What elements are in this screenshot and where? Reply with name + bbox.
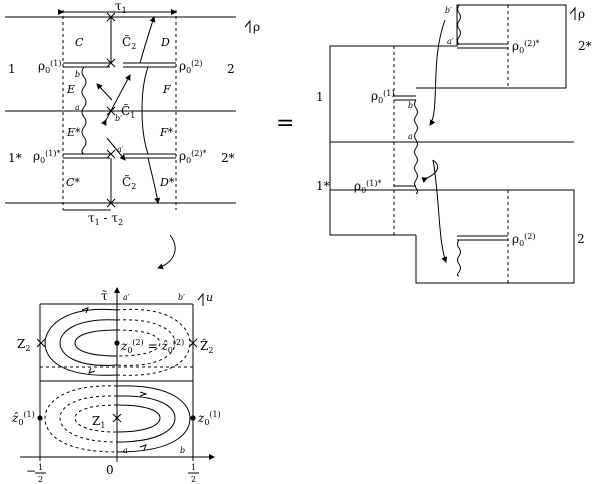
c1-tilde: C̃1 xyxy=(121,103,135,120)
wavy-cut-left xyxy=(81,66,87,155)
c2-tilde-top: C̃2 xyxy=(122,34,136,51)
bottom-panel xyxy=(20,287,215,462)
right-rho02-label: ρ0(2) xyxy=(512,232,536,248)
tau-diff-label: τ1 - τ2 xyxy=(88,211,123,227)
z02-label: z0(2) = ẑ0(2) xyxy=(120,338,184,355)
tick-minus: − xyxy=(26,464,36,478)
right-point-b: b xyxy=(408,101,413,110)
rho01-label: ρ0(1) xyxy=(38,59,62,75)
region-f: F xyxy=(162,83,171,96)
bottom-point-b: b xyxy=(180,446,185,455)
bottom-point-bprime: b′ xyxy=(178,293,185,302)
tick-zero: 0 xyxy=(106,463,114,477)
curve-c1 xyxy=(141,66,149,155)
z01hat-point xyxy=(37,415,43,421)
tau-axis-label: τ̃ xyxy=(101,289,108,303)
bottom-point-a: a xyxy=(123,446,128,455)
z-marks xyxy=(36,338,198,423)
right-label-2: 2 xyxy=(577,232,585,246)
region-fstar: F* xyxy=(159,126,174,139)
right-label-2star: 2* xyxy=(578,39,592,53)
bottom-point-aprime: a′ xyxy=(123,293,130,302)
tau1-label: τ1 xyxy=(115,0,127,15)
right-rho01s-label: ρ0(1)* xyxy=(354,179,382,195)
z01-point xyxy=(190,415,196,421)
right-point-aprime: a′ xyxy=(447,37,454,46)
rho-label: ρ xyxy=(253,20,260,34)
side-label-1star: 1* xyxy=(8,151,22,165)
side-label-2star: 2* xyxy=(221,151,235,165)
equals-sign: = xyxy=(276,111,294,136)
region-dstar: D* xyxy=(159,176,175,189)
point-bprime: b′ xyxy=(115,114,122,123)
curve-c2-top xyxy=(139,16,156,64)
point-b: b xyxy=(75,70,80,79)
point-aprime: a′ xyxy=(117,145,124,154)
region-cstar: C* xyxy=(66,176,80,189)
rho01s-label: ρ0(1)* xyxy=(33,149,61,165)
side-label-2: 2 xyxy=(227,62,235,76)
bottom-dots xyxy=(37,340,196,421)
side-label-1: 1 xyxy=(8,62,16,76)
z02-point xyxy=(114,340,120,346)
rho02s-label: ρ0(2)* xyxy=(179,149,207,165)
z2-label: Z2 xyxy=(17,337,30,353)
curve-c2-bottom xyxy=(147,157,161,204)
region-estar: E* xyxy=(66,126,81,139)
z01-label: z0(1) xyxy=(197,410,221,427)
tick-right-num: 1 xyxy=(191,463,196,472)
transition-arrow xyxy=(157,234,176,270)
right-rho-label: ρ xyxy=(578,7,585,21)
right-label-1star: 1* xyxy=(316,179,330,193)
tick-left-num: 1 xyxy=(38,463,43,472)
right-point-a: a xyxy=(408,132,413,141)
bottom-panel-text: τ̃ u a′ b′ a b Z2 Z1 z0(2) = ẑ0(2) Ẑ2 ẑ0… xyxy=(11,289,221,484)
rho02-label: ρ0(2) xyxy=(179,59,203,75)
region-d: D xyxy=(160,36,170,49)
region-e: E xyxy=(66,83,75,96)
left-panel xyxy=(5,9,251,211)
tick-left-den: 2 xyxy=(38,475,43,484)
c2-tilde-bottom: C̃2 xyxy=(122,174,136,191)
z1-label: Z1 xyxy=(92,414,105,430)
right-point-bprime: b′ xyxy=(445,6,452,15)
u-label: u xyxy=(206,291,213,304)
right-panel-text: ρ 2* 1 1* 2 b′ a′ b a ρ0(2)* ρ0(1) ρ0(1)… xyxy=(316,6,592,248)
tick-right-den: 2 xyxy=(191,475,196,484)
point-a: a xyxy=(75,103,80,112)
region-c: C xyxy=(75,36,84,49)
right-rho01-label: ρ0(1) xyxy=(371,89,395,105)
right-label-1: 1 xyxy=(316,90,324,104)
zhat2-label: Ẑ2 xyxy=(200,338,213,355)
right-rho02s-label: ρ0(2)* xyxy=(512,39,540,55)
z01hat-label: ẑ0(1) xyxy=(11,410,35,427)
left-panel-text: τ1 ρ 1 2 1* 2* C D E F E* F* C* D* C̃2 C… xyxy=(8,0,260,227)
right-panel xyxy=(329,4,576,284)
